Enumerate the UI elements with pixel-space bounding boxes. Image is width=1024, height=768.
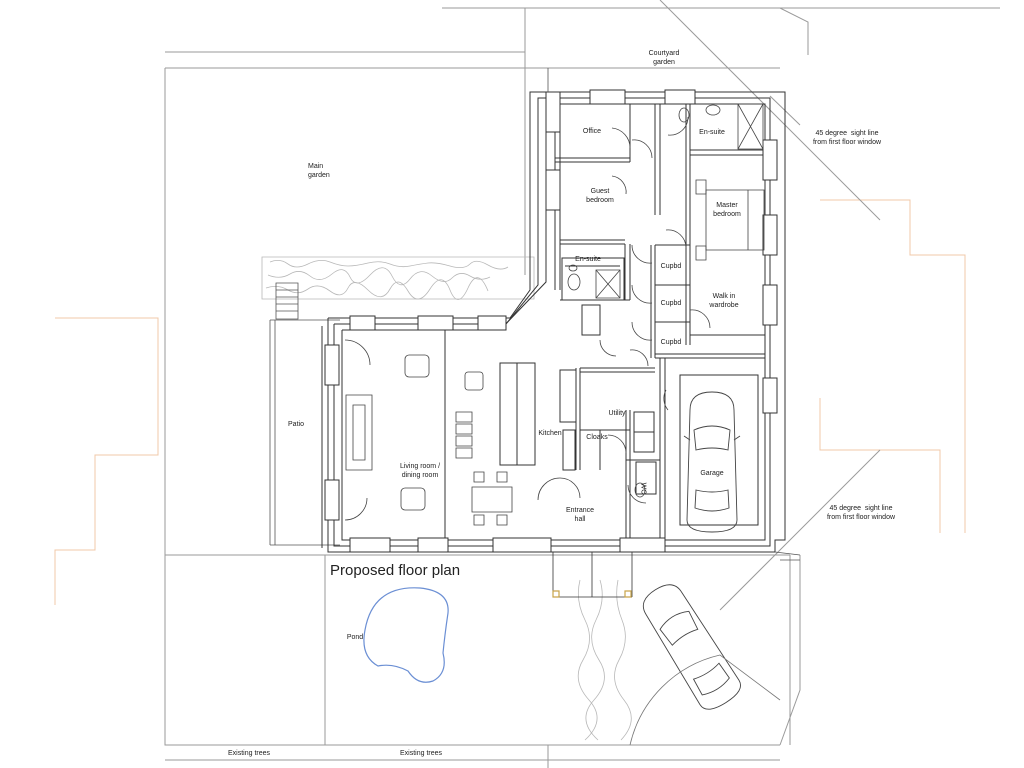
kitchen-label: Kitchen bbox=[538, 430, 562, 437]
lanterns bbox=[553, 591, 631, 597]
cupboard-2-label: Cupbd bbox=[660, 300, 682, 307]
door-swings bbox=[345, 117, 710, 520]
cupboard-3-label: Cupbd bbox=[660, 339, 682, 346]
house-walls bbox=[322, 92, 785, 552]
courtyard-garden-label: Courtyard garden bbox=[648, 50, 680, 66]
living-dining-label: Living room / dining room bbox=[399, 463, 441, 479]
office-label: Office bbox=[582, 128, 602, 135]
guest-ensuite-label: En-suite bbox=[575, 256, 601, 263]
existing-trees-right-label: Existing trees bbox=[399, 750, 443, 757]
utility-label: Utility bbox=[608, 410, 626, 417]
cloaks-label: Cloaks bbox=[586, 434, 608, 441]
pond-outline bbox=[364, 588, 448, 682]
master-ensuite-label: En-suite bbox=[699, 129, 725, 136]
sight-line-top-label: 45 degree sight line from first floor wi… bbox=[812, 130, 882, 146]
existing-trees-left-label: Existing trees bbox=[227, 750, 271, 757]
furniture bbox=[346, 104, 764, 525]
sight-line-bottom-label: 45 degree sight line from first floor wi… bbox=[826, 505, 896, 521]
guest-bedroom-label: Guest bedroom bbox=[586, 188, 614, 204]
wc-label: WC bbox=[639, 482, 647, 495]
gate-swing bbox=[630, 655, 780, 745]
plan-title: Proposed floor plan bbox=[330, 562, 461, 579]
patio-label: Patio bbox=[288, 421, 304, 428]
car-on-drive bbox=[636, 578, 745, 715]
garage-label: Garage bbox=[700, 470, 724, 477]
misc-lines bbox=[548, 68, 800, 560]
entrance-path bbox=[553, 552, 632, 597]
windows bbox=[325, 90, 777, 552]
pond-label: Pond bbox=[346, 634, 364, 641]
stone-wall bbox=[262, 257, 631, 740]
entrance-hall-label: Entrance hall bbox=[565, 507, 595, 523]
cupboard-1-label: Cupbd bbox=[660, 263, 682, 270]
master-bedroom-label: Master bedroom bbox=[713, 202, 741, 218]
main-garden-label: Main garden bbox=[308, 163, 330, 179]
walk-in-wardrobe-label: Walk in wardrobe bbox=[709, 293, 739, 309]
car-in-garage bbox=[684, 392, 740, 532]
site-boundary bbox=[165, 8, 1000, 768]
